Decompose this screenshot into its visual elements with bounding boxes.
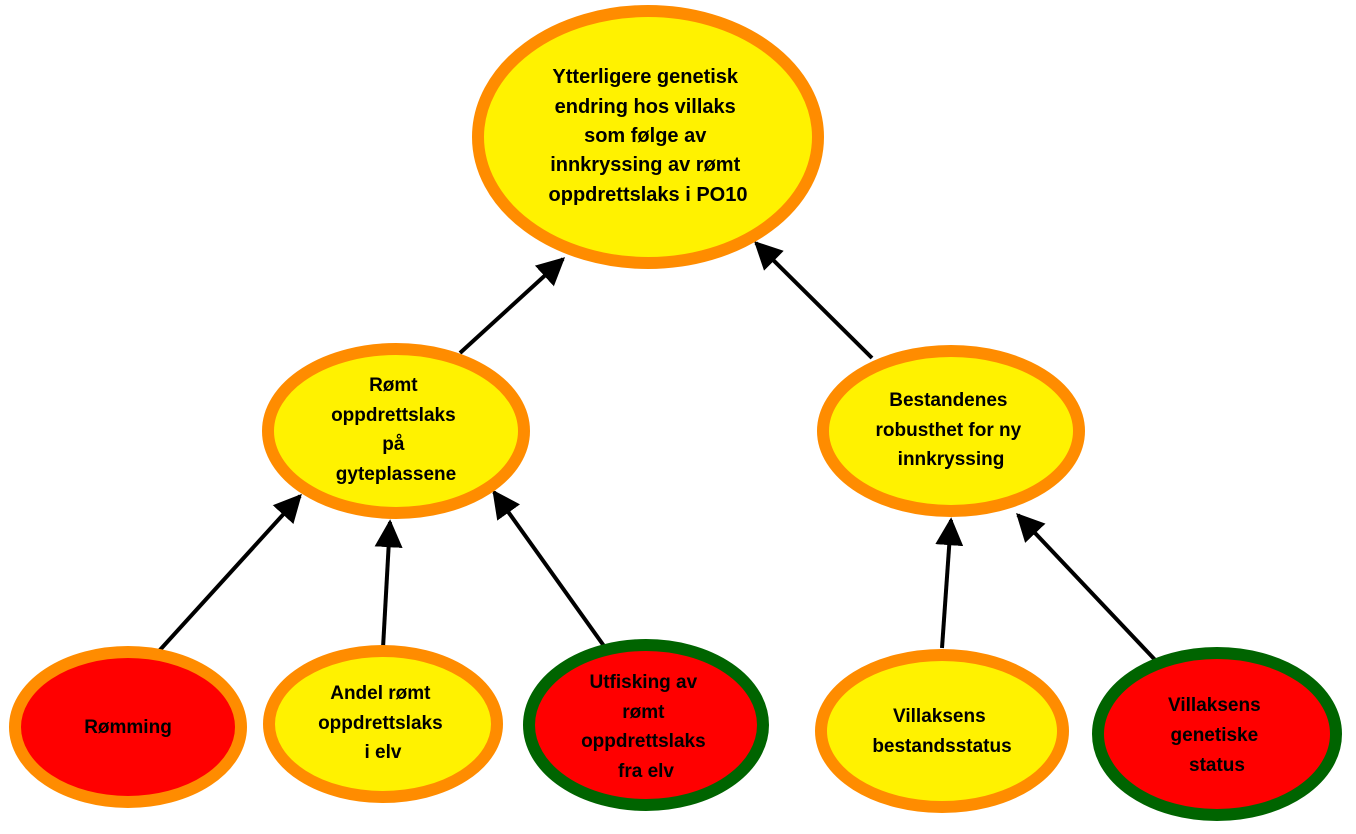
node-top-line-1: Ytterligere genetisk [552,66,739,88]
node-top-line-4: innkryssing av rømt [550,154,740,176]
node-top-ellipse [472,5,824,269]
arrow-escape-to-escaped [157,493,302,653]
node-wild-population-status-label: Villaksens bestandsstatus [872,706,1011,757]
node-wild-genetic-status-line-3: status [1189,755,1245,776]
node-population-robustness-ellipse [817,345,1085,517]
arrow-escaped-to-top [458,257,566,355]
node-wild-genetic-status-line-1: Villaksens [1168,695,1261,716]
arrow-population-to-robustness [935,517,964,649]
node-wild-genetic-status-ellipse [1092,647,1342,821]
node-population-robustness-line-2: robusthet for ny [876,420,1022,441]
arrow-genetic-to-robustness [1016,512,1160,665]
node-wild-genetic-status-line-2: genetiske [1171,725,1259,746]
node-removal-from-river-line-1: Utfisking av [590,672,698,693]
node-removal-from-river-label: Utfisking av rømt oppdrettslaks fra elv [581,672,711,782]
node-escape: Rømming [9,646,247,808]
node-top-line-3: som følge av [584,125,707,147]
node-population-robustness: Bestandenes robusthet for ny innkryssing [817,345,1085,517]
node-wild-genetic-status: Villaksens genetiske status [1092,647,1342,821]
node-share-in-river-line-1: Andel rømt [330,683,431,704]
node-removal-from-river: Utfisking av rømt oppdrettslaks fra elv [523,639,769,811]
node-wild-population-status-line-2: bestandsstatus [872,736,1011,757]
node-removal-from-river-line-3: oppdrettslaks [581,731,706,752]
node-share-in-river-line-3: i elv [365,742,402,763]
node-escaped-farmed-salmon-ellipse [262,343,530,519]
node-wild-population-status: Villaksens bestandsstatus [815,649,1069,813]
node-escaped-farmed-salmon-line-2: oppdrettslaks [331,405,456,426]
node-removal-from-river-line-2: rømt [622,702,665,723]
node-wild-population-status-ellipse [815,649,1069,813]
arrow-removal-to-escaped [492,489,606,648]
node-share-in-river-ellipse [263,645,503,803]
node-escaped-farmed-salmon-line-1: Rømt [369,375,418,396]
arrow-share-to-escaped [374,519,403,649]
node-escaped-farmed-salmon-line-3: på [382,434,405,455]
node-escaped-farmed-salmon: Rømt oppdrettslaks på gyteplassene [262,343,530,519]
node-escaped-farmed-salmon-label: Rømt oppdrettslaks på gyteplassene [331,375,461,485]
node-top-line-2: endring hos villaks [555,96,736,118]
node-top-line-5: oppdrettslaks i PO10 [549,184,748,206]
arrow-robustness-to-top [754,241,874,360]
node-removal-from-river-ellipse [523,639,769,811]
node-population-robustness-line-3: innkryssing [898,449,1005,470]
node-population-robustness-line-1: Bestandenes [889,390,1007,411]
node-share-in-river-line-2: oppdrettslaks [318,713,443,734]
node-share-in-river-label: Andel rømt oppdrettslaks i elv [318,683,448,763]
node-wild-genetic-status-label: Villaksens genetiske status [1168,695,1266,776]
edges [157,241,1160,665]
node-escape-ellipse [9,646,247,808]
node-escape-line-1: Rømming [84,717,172,738]
node-wild-population-status-line-1: Villaksens [893,706,986,727]
node-top: Ytterligere genetisk endring hos villaks… [472,5,824,269]
node-escaped-farmed-salmon-line-4: gyteplassene [336,464,456,485]
node-escape-label: Rømming [84,717,172,738]
node-top-label: Ytterligere genetisk endring hos villaks… [549,66,748,206]
node-removal-from-river-line-4: fra elv [618,761,674,782]
node-share-in-river: Andel rømt oppdrettslaks i elv [263,645,503,803]
node-population-robustness-label: Bestandenes robusthet for ny innkryssing [876,390,1027,470]
